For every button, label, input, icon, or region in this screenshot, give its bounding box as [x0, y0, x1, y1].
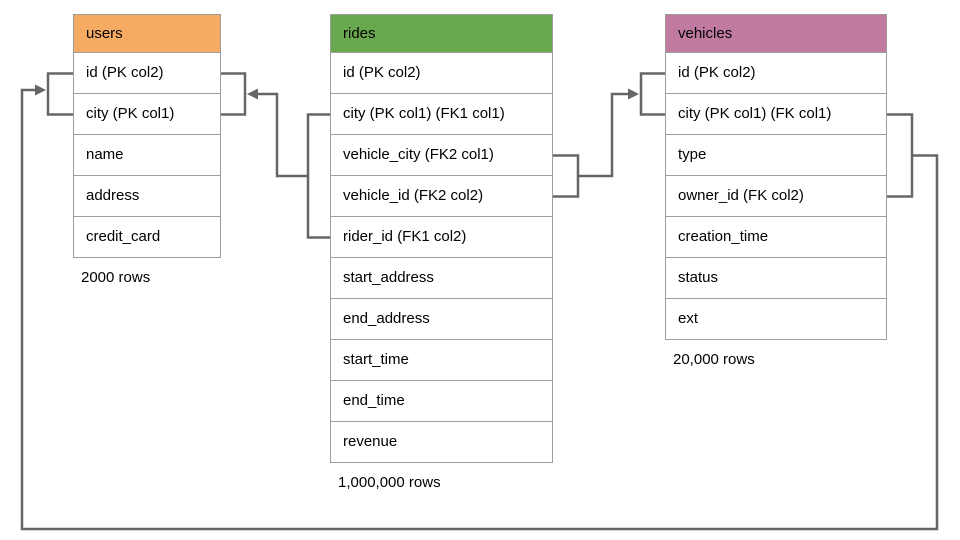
table-row: type [665, 135, 887, 176]
connector-line [553, 154, 580, 198]
table-row: end_time [330, 381, 553, 422]
connector-line [887, 113, 914, 198]
table-row: city (PK col1) [73, 94, 221, 135]
table-row: credit_card [73, 217, 221, 258]
table-row: owner_id (FK col2) [665, 176, 887, 217]
table-row: vehicle_id (FK2 col2) [330, 176, 553, 217]
arrowhead-icon [35, 84, 46, 96]
table-row: status [665, 258, 887, 299]
table-row: start_address [330, 258, 553, 299]
table-row: city (PK col1) (FK col1) [665, 94, 887, 135]
row-count-label: 1,000,000 rows [338, 474, 441, 491]
connector-line [578, 92, 629, 178]
table-row: id (PK col2) [73, 53, 221, 94]
table-header-vehicles: vehicles [665, 14, 887, 53]
connector-line [46, 72, 73, 116]
relationship-rides-fk1-to-users [221, 72, 330, 239]
table-row: revenue [330, 422, 553, 463]
table-row: end_address [330, 299, 553, 340]
row-count-label: 2000 rows [81, 269, 151, 286]
arrowhead-icon [628, 88, 639, 100]
connector-line [306, 113, 330, 239]
arrowhead-icon [247, 88, 258, 100]
table-row: rider_id (FK1 col2) [330, 217, 553, 258]
table-row: vehicle_city (FK2 col1) [330, 135, 553, 176]
table-row: address [73, 176, 221, 217]
table-row: id (PK col2) [330, 53, 553, 94]
table-header-users: users [73, 14, 221, 53]
connector-line [257, 92, 308, 178]
table-row: name [73, 135, 221, 176]
connector-line [639, 72, 665, 116]
table-header-rides: rides [330, 14, 553, 53]
table-row: ext [665, 299, 887, 340]
table-row: creation_time [665, 217, 887, 258]
row-count-label: 20,000 rows [673, 351, 755, 368]
table-row: id (PK col2) [665, 53, 887, 94]
relationship-rides-fk2-to-vehicles [553, 72, 665, 198]
table-row: city (PK col1) (FK1 col1) [330, 94, 553, 135]
connector-line [221, 72, 247, 116]
table-row: start_time [330, 340, 553, 381]
